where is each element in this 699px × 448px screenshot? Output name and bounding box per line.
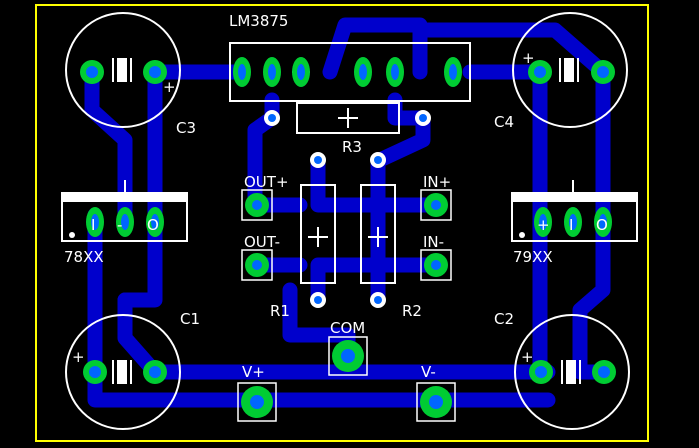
- terminal-in-minus: [420, 249, 452, 281]
- r1-label: R1: [270, 302, 290, 320]
- trace: [117, 292, 163, 380]
- r2-label: R2: [402, 302, 422, 320]
- com-label: COM: [330, 319, 365, 337]
- resistor-r2-outline: [360, 184, 396, 284]
- r3-label: R3: [342, 138, 362, 156]
- pin1-marker: [69, 232, 75, 238]
- terminal-v-plus: [237, 382, 277, 422]
- capacitor-symbol: [112, 58, 581, 384]
- terminal-out-minus: [241, 249, 273, 281]
- reg-neg-pin-label: I: [569, 216, 573, 234]
- pin1-marker: [519, 232, 525, 238]
- resistor-r1-outline: [300, 184, 336, 284]
- c1-polarity-mark: +: [72, 348, 85, 366]
- ic-body-outline: [229, 42, 471, 102]
- out-minus-label: OUT-: [244, 233, 280, 251]
- c2-polarity-mark: +: [521, 348, 534, 366]
- capacitor-c2-outline: [514, 314, 630, 430]
- regulator-79xx-label: 79XX: [513, 248, 553, 266]
- trace: [117, 64, 163, 308]
- v-plus-label: V+: [242, 363, 265, 381]
- reg-neg-pin-label: O: [596, 216, 608, 234]
- capacitor-c1-outline: [65, 314, 181, 430]
- capacitor-c3-body: [117, 58, 127, 82]
- resistor-r3-outline: [296, 102, 400, 134]
- terminal-com: [328, 336, 368, 376]
- in-plus-label: IN+: [423, 173, 451, 191]
- regulator-79xx-tab: [512, 193, 637, 202]
- board-outline: [35, 4, 649, 442]
- capacitor-c4-body: [564, 58, 574, 82]
- terminal-in-plus: [420, 189, 452, 221]
- capacitor-c2-body: [566, 360, 576, 384]
- ic-label: LM3875: [229, 12, 288, 30]
- c3-polarity-mark: +: [163, 78, 176, 96]
- capacitor-c4-outline: [512, 12, 628, 128]
- trace: [387, 92, 431, 126]
- regulator-78xx-label: 78XX: [64, 248, 104, 266]
- reg-pos-pin-label: O: [147, 216, 159, 234]
- v-minus-label: V-: [421, 363, 436, 381]
- reg-pos-pin-label: -: [117, 216, 122, 234]
- regulator-78xx-tab: [62, 193, 187, 202]
- out-plus-label: OUT+: [244, 173, 289, 191]
- pads: [80, 57, 616, 422]
- trace: [322, 17, 428, 80]
- c2-label: C2: [494, 310, 514, 328]
- terminal-out-plus: [241, 189, 273, 221]
- c4-label: C4: [494, 113, 514, 131]
- reg-neg-pin-label: +: [537, 216, 550, 234]
- reg-pos-pin-label: I: [91, 216, 95, 234]
- trace: [412, 22, 611, 80]
- capacitor-c3-outline: [65, 12, 181, 128]
- in-minus-label: IN-: [423, 233, 444, 251]
- c4-polarity-mark: +: [522, 49, 535, 67]
- c1-label: C1: [180, 310, 200, 328]
- capacitor-c1-body: [117, 360, 127, 384]
- trace: [572, 64, 611, 380]
- c3-label: C3: [176, 119, 196, 137]
- terminal-v-minus: [416, 382, 456, 422]
